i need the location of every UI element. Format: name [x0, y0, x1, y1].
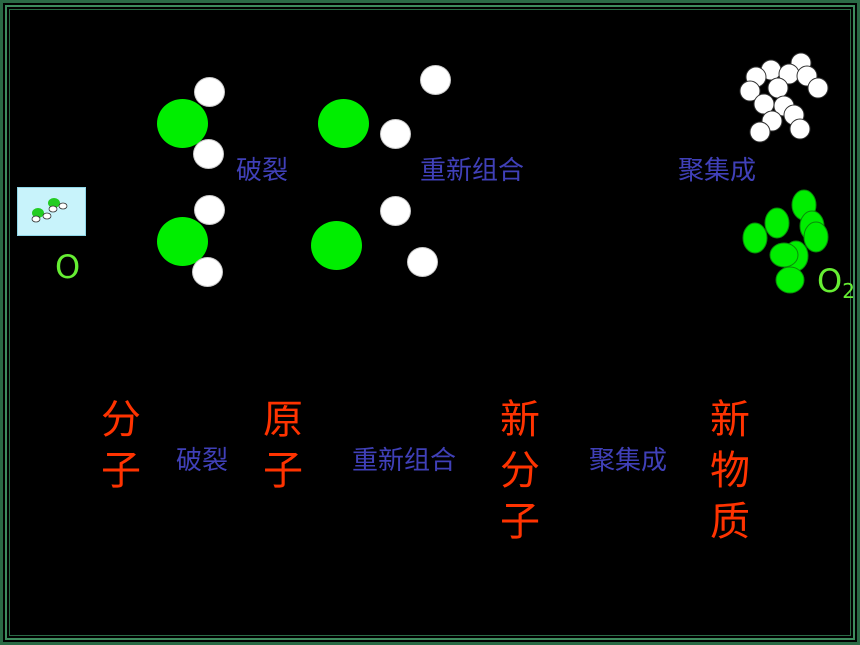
formula-right-subscript: 2 — [842, 279, 855, 303]
oxygen-atom — [318, 99, 369, 148]
stage-atom-char: 原 — [263, 397, 303, 443]
stage-new-molecule: 新 分 子 — [497, 395, 543, 548]
oxygen-atom — [311, 221, 362, 270]
hydrogen-cluster — [739, 52, 829, 143]
stage-new-substance-char: 物 — [710, 448, 750, 494]
water-molecule-thumbnail-icon — [31, 198, 68, 223]
stage-molecule: 分 子 — [98, 395, 144, 497]
step-label-break: 破裂 — [236, 156, 289, 186]
stage-new-substance-char: 质 — [710, 499, 750, 545]
hydrogen-atom — [194, 195, 225, 225]
step-label-recombine: 重新组合 — [420, 156, 525, 186]
stage-atom: 原 子 — [260, 395, 306, 497]
hydrogen-atom — [192, 257, 223, 287]
formula-right: O2 — [817, 262, 855, 303]
stage-new-molecule-char: 子 — [500, 499, 540, 545]
stage-atom-char: 子 — [263, 448, 303, 494]
hydrogen-atom — [194, 77, 225, 107]
step-label-aggregate: 聚集成 — [678, 156, 757, 186]
hydrogen-atom — [420, 65, 451, 95]
oxygen-atom — [157, 99, 208, 148]
slide-frame-inner — [9, 9, 851, 636]
hydrogen-atom — [407, 247, 438, 277]
hydrogen-atom — [380, 119, 411, 149]
hydrogen-atom — [193, 139, 224, 169]
hydrogen-atom — [380, 196, 411, 226]
formula-left: O — [55, 248, 81, 286]
stage-molecule-char: 子 — [101, 448, 141, 494]
bottom-step-label-recombine: 重新组合 — [352, 446, 457, 476]
stage-new-molecule-char: 分 — [500, 448, 540, 494]
stage-molecule-char: 分 — [101, 397, 141, 443]
bottom-step-label-break: 破裂 — [176, 446, 229, 476]
formula-right-base: O — [817, 262, 843, 300]
oxygen-cluster — [742, 189, 829, 294]
stage-new-molecule-char: 新 — [500, 397, 540, 443]
bottom-step-label-aggregate: 聚集成 — [589, 446, 668, 476]
slide-frame-middle — [5, 5, 855, 640]
stage-new-substance-char: 新 — [710, 397, 750, 443]
stage-new-substance: 新 物 质 — [707, 395, 753, 548]
water-molecule-thumbnail — [17, 187, 86, 236]
